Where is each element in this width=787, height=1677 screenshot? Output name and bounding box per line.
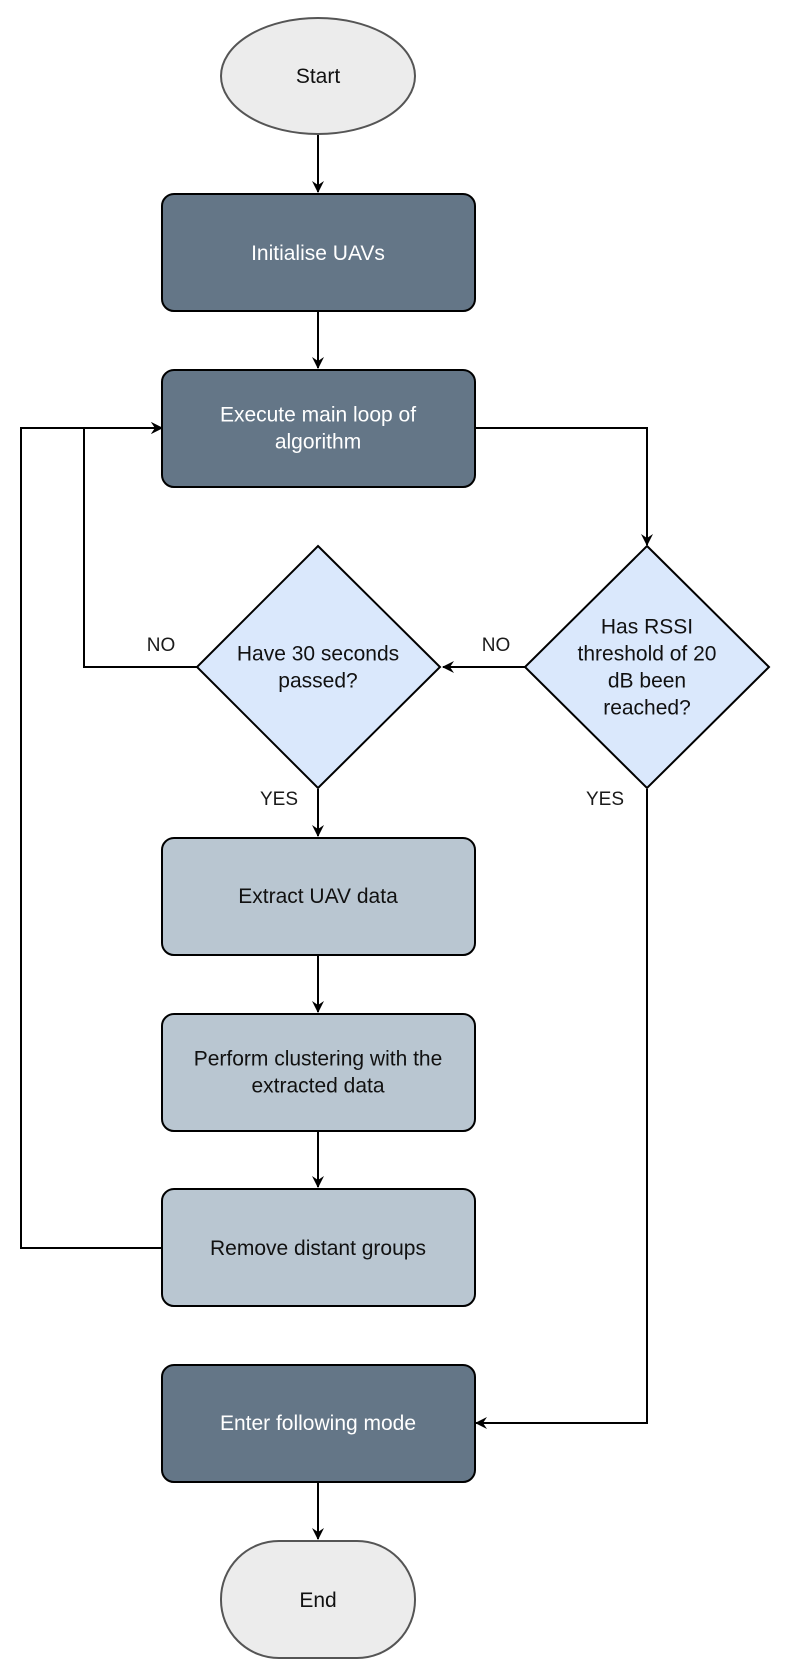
edges: [20, 135, 653, 1540]
rssi-threshold-shape: [523, 544, 771, 790]
label-line: Have 30 seconds: [237, 643, 399, 666]
end-terminal: End: [220, 1540, 416, 1659]
clustering-shape: [161, 1013, 476, 1132]
time-no-label: NO: [147, 635, 176, 656]
label-line: dB been: [608, 670, 686, 693]
extract-data-label: Extract UAV data: [238, 885, 398, 908]
start-label: Start: [296, 65, 341, 88]
nodes: Start Initialise UAVs Execute main loop …: [161, 17, 771, 1659]
rssi-threshold-label: Has RSSI threshold of 20 dB been reached?: [578, 616, 717, 720]
clustering-process: Perform clustering with the extracted dat…: [161, 1013, 476, 1132]
label-line: reached?: [603, 697, 691, 720]
thirty-seconds-label: Have 30 seconds passed?: [237, 643, 399, 693]
extract-data-shape: [161, 837, 476, 956]
following-mode-process: Enter following mode: [161, 1364, 476, 1483]
clustering-label: Perform clustering with the extracted dat…: [194, 1048, 443, 1098]
label-line: Enter following mode: [220, 1412, 416, 1435]
remove-groups-label: Remove distant groups: [210, 1237, 426, 1260]
edge-rssi-yes-to-follow: [475, 789, 648, 1429]
rssi-threshold-decision: Has RSSI threshold of 20 dB been reached?: [523, 544, 771, 790]
label-line: Extract UAV data: [238, 885, 398, 908]
label-line: Remove distant groups: [210, 1237, 426, 1260]
label-line: extracted data: [251, 1075, 384, 1098]
main-loop-shape: [161, 369, 476, 488]
start-terminal: Start: [220, 17, 416, 135]
edge-labels: NO NO YES YES: [147, 635, 624, 810]
thirty-seconds-decision: Have 30 seconds passed?: [195, 544, 442, 790]
label-line: passed?: [278, 670, 357, 693]
label-line: Execute main loop of: [220, 404, 416, 427]
rssi-no-label: NO: [482, 635, 511, 656]
main-loop-label: Execute main loop of algorithm: [220, 404, 416, 454]
label-line: End: [299, 1589, 336, 1612]
extract-data-process: Extract UAV data: [161, 837, 476, 956]
label-line: Perform clustering with the: [194, 1048, 443, 1071]
remove-groups-process: Remove distant groups: [161, 1188, 476, 1307]
label-line: algorithm: [275, 431, 361, 454]
edge-remove-to-main-loop: [20, 422, 163, 1249]
edge-main-loop-to-rssi: [475, 427, 653, 546]
thirty-seconds-shape: [195, 544, 442, 790]
following-mode-label: Enter following mode: [220, 1412, 416, 1435]
label-line: Start: [296, 65, 341, 88]
remove-groups-shape: [161, 1188, 476, 1307]
following-mode-shape: [161, 1364, 476, 1483]
label-line: threshold of 20: [578, 643, 717, 666]
rssi-yes-label: YES: [586, 789, 624, 810]
label-line: Initialise UAVs: [251, 242, 385, 265]
end-shape: [220, 1540, 416, 1659]
initialise-uavs-process: Initialise UAVs: [161, 193, 476, 312]
initialise-uavs-label: Initialise UAVs: [251, 242, 385, 265]
time-yes-label: YES: [260, 789, 298, 810]
main-loop-process: Execute main loop of algorithm: [161, 369, 476, 488]
start-shape: [220, 17, 416, 135]
initialise-uavs-shape: [161, 193, 476, 312]
end-label: End: [299, 1589, 336, 1612]
label-line: Has RSSI: [601, 616, 693, 639]
